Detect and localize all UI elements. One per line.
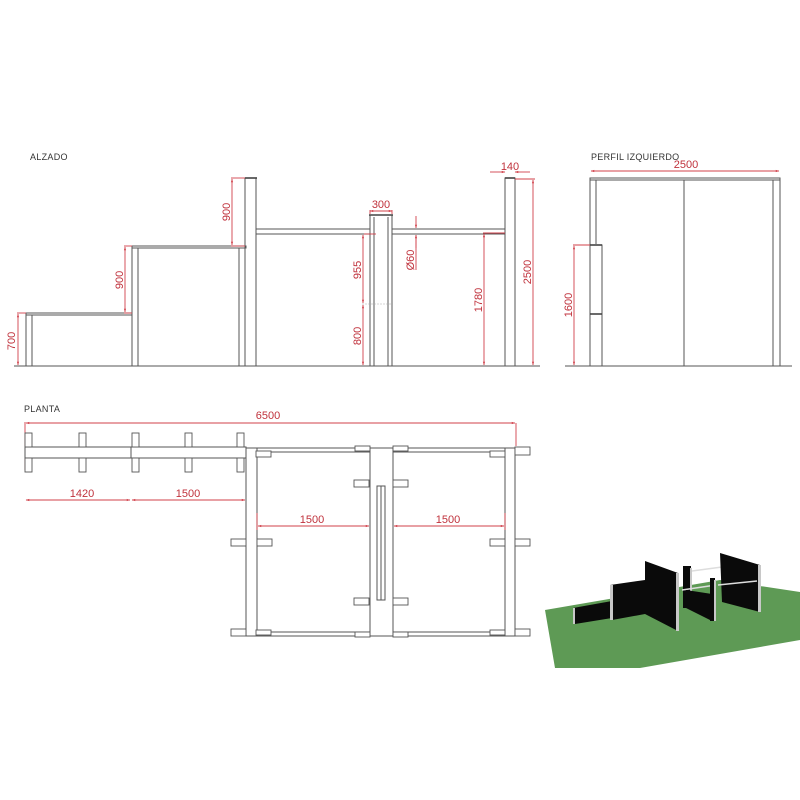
dim-segment1: 1420 [70,488,94,500]
plan-view: 6500 1420 1500 [24,410,531,638]
left-profile-title: PERFIL IZQUIERDO [591,152,680,162]
dim-center-upper: 955 [352,261,364,279]
dim-center-post-width: 300 [372,199,390,211]
frame-plates [230,445,531,638]
dim-bay-right: 1500 [436,514,460,526]
elevation-view: 700 900 900 300 955 800 [6,161,540,367]
elevation-title: ALZADO [30,152,68,162]
dim-right-post-width: 140 [501,161,519,173]
dim-step1-height: 700 [6,332,18,350]
dim-total-length: 6500 [256,410,280,422]
dim-segment2: 1500 [176,488,200,500]
dim-profile-width: 2500 [674,159,698,171]
dim-side-height: 1600 [563,293,575,317]
dim-step3-rise: 900 [221,203,233,221]
render-3d [545,553,800,668]
dim-bay-left: 1500 [300,514,324,526]
dim-bar-height: 1780 [473,288,485,312]
left-profile-view: 2500 1600 [563,159,792,367]
dim-bar-diameter: Ø60 [405,250,417,271]
dim-step2-rise: 900 [114,271,126,289]
left-beam-plates [24,432,245,473]
dim-center-lower: 800 [352,327,364,345]
dim-total-height: 2500 [522,260,534,284]
plan-title: PLANTA [24,404,61,414]
